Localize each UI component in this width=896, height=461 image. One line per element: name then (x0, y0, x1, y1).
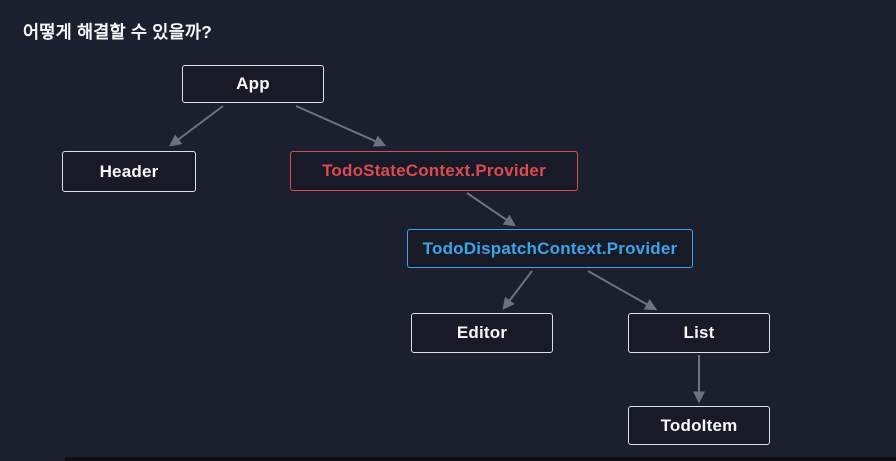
diagram-node-app: App (182, 65, 324, 103)
diagram-node-header: Header (62, 151, 196, 192)
edge-todo-state-provider-todo-dispatch-provider (466, 192, 516, 227)
slide-title: 어떻게 해결할 수 있을까? (23, 22, 213, 42)
diagram-node-todo-state-provider: TodoStateContext.Provider (290, 151, 578, 191)
diagram-node-list: List (628, 313, 770, 353)
diagram-node-editor: Editor (411, 313, 553, 353)
diagram-node-todo-dispatch-provider: TodoDispatchContext.Provider (407, 229, 693, 268)
edge-todo-dispatch-provider-list (587, 270, 658, 311)
diagram-node-todo-item: TodoItem (628, 406, 770, 445)
edge-app-header (169, 105, 224, 147)
bottom-edge-bar (65, 457, 896, 461)
edge-app-todo-state-provider (295, 105, 387, 147)
edge-todo-dispatch-provider-editor (502, 270, 533, 310)
